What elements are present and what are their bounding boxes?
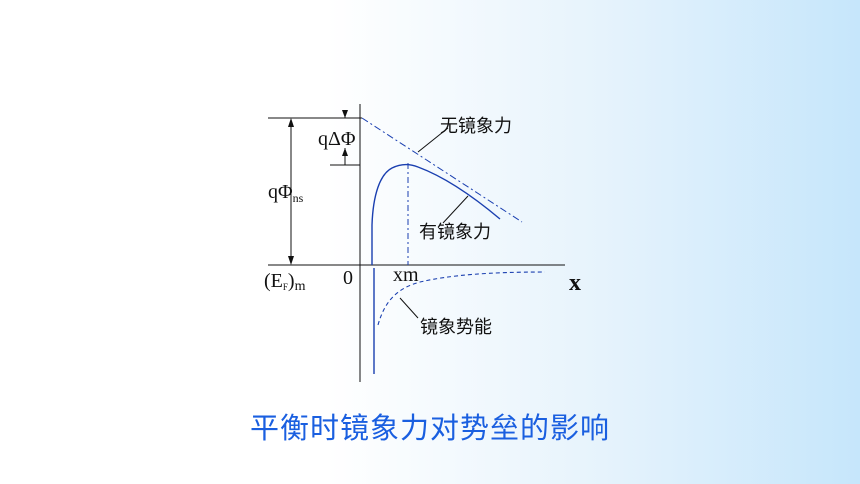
no-image-force-label: 无镜象力 bbox=[440, 116, 512, 137]
q-delta-phi-label: qΔΦ bbox=[318, 128, 356, 150]
q-delta-phi-arrow bbox=[342, 110, 348, 165]
slide-caption: 平衡时镜象力对势垒的影响 bbox=[249, 411, 610, 445]
image-force-barrier-curve bbox=[371, 163, 501, 265]
q-phi-ns-arrow bbox=[288, 118, 294, 265]
no-image-force-line bbox=[361, 117, 523, 223]
no-image-force-leader bbox=[417, 127, 449, 153]
fermi-level-label: (EF)m bbox=[264, 270, 306, 294]
with-image-force-label: 有镜象力 bbox=[419, 222, 491, 243]
with-image-force-leader bbox=[442, 195, 469, 224]
image-potential-dashed-curve bbox=[377, 271, 546, 326]
q-phi-ns-label: qΦns bbox=[268, 181, 304, 205]
xm-label: xm bbox=[393, 264, 419, 286]
x-axis-label: x bbox=[569, 270, 581, 296]
image-potential-label: 镜象势能 bbox=[420, 317, 492, 338]
origin-label: 0 bbox=[343, 267, 353, 289]
image-potential-leader bbox=[399, 297, 419, 319]
